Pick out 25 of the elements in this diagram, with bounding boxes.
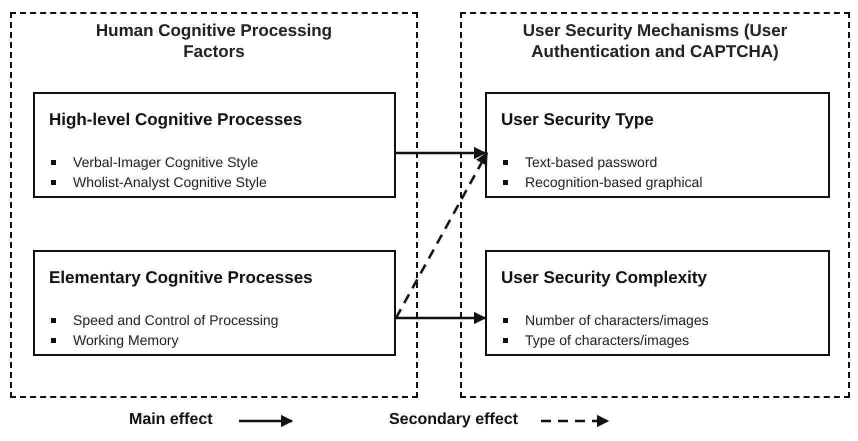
arrow bbox=[396, 146, 486, 160]
group-box bbox=[460, 12, 850, 398]
group-heading: User Security Mechanisms (User Authentication and CAPTCHA) bbox=[522, 20, 788, 62]
bullet-item: Type of characters/images bbox=[501, 332, 690, 349]
box-heading: User Security Type bbox=[501, 110, 654, 130]
bullet-item: Working Memory bbox=[49, 332, 179, 349]
process-box bbox=[33, 250, 396, 356]
arrow bbox=[396, 312, 486, 324]
process-box bbox=[33, 92, 396, 198]
bullet-item: Text-based password bbox=[501, 154, 658, 171]
group-heading: Human Cognitive Processing Factors bbox=[94, 20, 334, 62]
box-heading: Elementary Cognitive Processes bbox=[49, 268, 313, 288]
bullet-item: Verbal-Imager Cognitive Style bbox=[49, 154, 258, 171]
arrow bbox=[394, 152, 488, 319]
process-box bbox=[485, 92, 830, 198]
bullet-item: Speed and Control of Processing bbox=[49, 312, 278, 329]
legend-label: Main effect bbox=[129, 411, 213, 429]
bullet-item: Number of characters/images bbox=[501, 312, 709, 329]
legend-label: Secondary effect bbox=[389, 411, 518, 429]
group-box bbox=[10, 12, 418, 398]
box-heading: High-level Cognitive Processes bbox=[49, 110, 302, 130]
box-heading: User Security Complexity bbox=[501, 268, 707, 288]
bullet-item: Wholist-Analyst Cognitive Style bbox=[49, 174, 267, 191]
process-box bbox=[485, 250, 830, 356]
bullet-item: Recognition-based graphical bbox=[501, 174, 702, 191]
